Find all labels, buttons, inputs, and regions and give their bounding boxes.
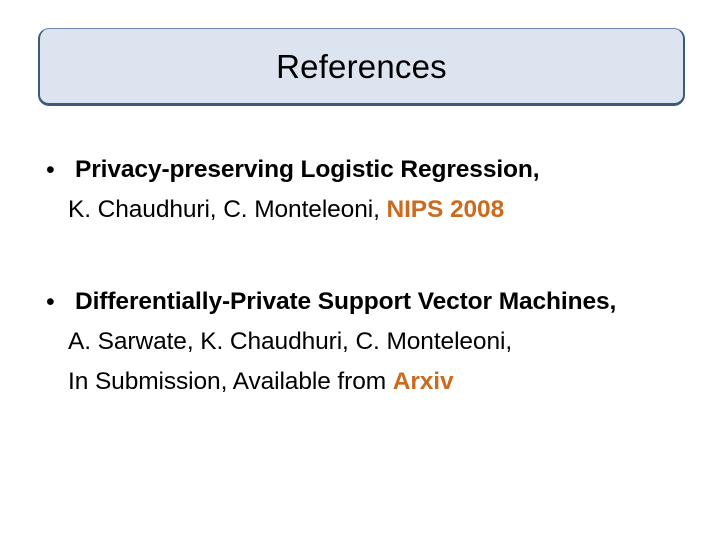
list-item: • Privacy-preserving Logistic Regression… [0,150,720,230]
reference-status-text: In Submission, Available from [68,368,393,395]
list-item: • Differentially-Private Support Vector … [0,282,720,402]
reference-authors-venue: K. Chaudhuri, C. Monteleoni, NIPS 2008 [68,190,720,230]
reference-authors: K. Chaudhuri, C. Monteleoni, [68,196,387,223]
reference-title: Differentially-Private Support Vector Ma… [75,288,617,315]
reference-venue: NIPS 2008 [386,196,505,223]
reference-status: In Submission, Available from Arxiv [68,362,720,402]
reference-authors: A. Sarwate, K. Chaudhuri, C. Monteleoni, [68,328,513,355]
reference-source-link: Arxiv [392,368,454,395]
page-title: References [276,47,447,85]
slide-title-box: References [38,28,685,106]
reference-title: Privacy-preserving Logistic Regression, [75,156,540,183]
bullet-point-icon: • [46,156,55,184]
references-list: • Privacy-preserving Logistic Regression… [0,150,720,402]
bullet-point-icon: • [46,288,55,316]
